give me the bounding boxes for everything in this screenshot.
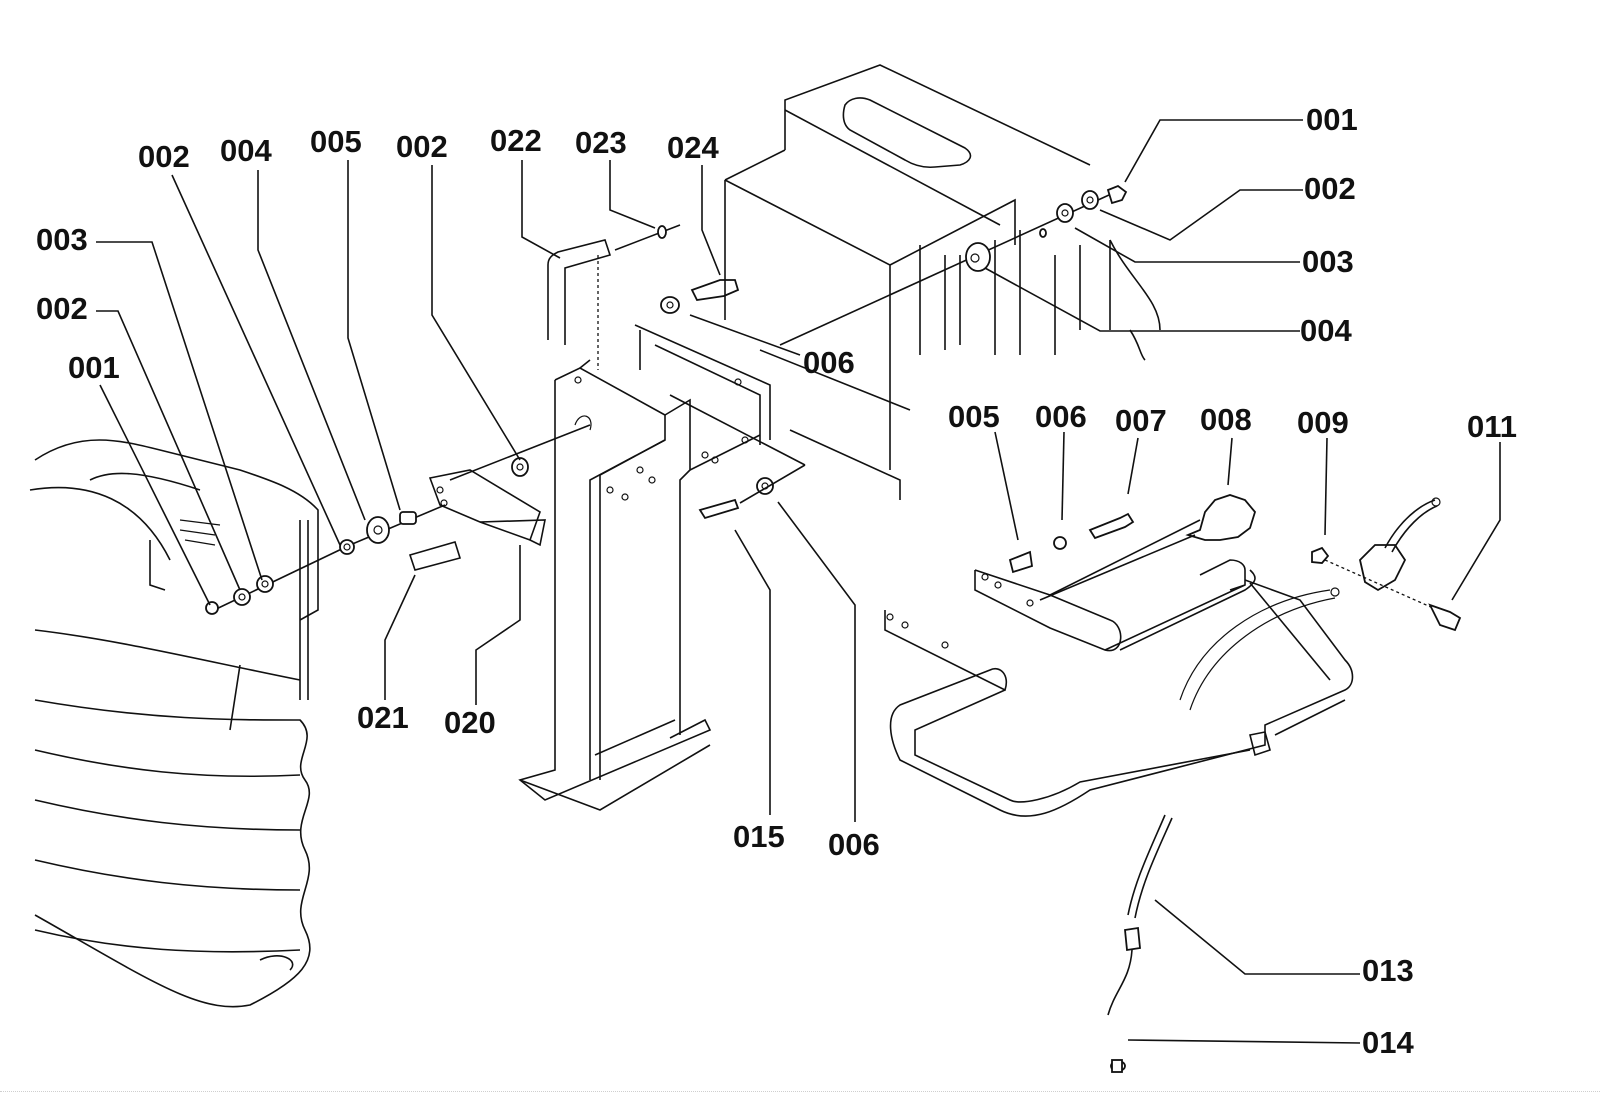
callout-label: 002 — [36, 291, 88, 326]
callout-label: 002 — [1304, 171, 1356, 206]
callout-label: 007 — [1115, 403, 1167, 438]
callout-label: 002 — [138, 139, 190, 174]
left-hardware — [205, 424, 591, 615]
pin-015 — [669, 394, 806, 520]
callout-label: 001 — [68, 350, 120, 385]
callout-label: 008 — [1200, 402, 1252, 437]
lever-bracket — [408, 469, 546, 571]
callout-label: 004 — [220, 133, 272, 168]
callout-label: 002 — [396, 129, 448, 164]
callout-label: 001 — [1306, 102, 1358, 137]
callout-label: 004 — [1300, 313, 1352, 348]
callout-label: 009 — [1297, 405, 1349, 440]
brake-lever — [1311, 497, 1462, 632]
callout-label: 006 — [803, 345, 855, 380]
page-bottom-border — [0, 1091, 1600, 1092]
stand-bracket — [518, 324, 771, 811]
callout-label: 011 — [1467, 409, 1517, 444]
cable-013 — [1107, 814, 1173, 1073]
knob-assembly — [1008, 494, 1257, 601]
right-hardware — [779, 184, 1128, 346]
callout-label: 015 — [733, 819, 785, 854]
callout-label: 022 — [490, 123, 542, 158]
callout-label: 021 — [357, 700, 409, 735]
callout-label: 023 — [575, 125, 627, 160]
callout-label: 003 — [1302, 244, 1354, 279]
seat-body-left — [29, 439, 319, 1008]
callout-label: 024 — [667, 130, 719, 165]
callout-label: 014 — [1362, 1025, 1414, 1060]
machine-housing — [724, 64, 1161, 500]
callout-label: 006 — [828, 827, 880, 862]
handle-assembly — [884, 519, 1354, 817]
callout-label: 003 — [36, 222, 88, 257]
callout-label: 005 — [948, 399, 1000, 434]
callout-labels: 002 004 005 002 022 023 024 003 002 001 … — [36, 102, 1517, 1060]
leader-lines — [96, 119, 1501, 1044]
callout-label: 020 — [444, 705, 496, 740]
callout-label: 013 — [1362, 953, 1414, 988]
callout-label: 005 — [310, 124, 362, 159]
callout-label: 006 — [1035, 399, 1087, 434]
